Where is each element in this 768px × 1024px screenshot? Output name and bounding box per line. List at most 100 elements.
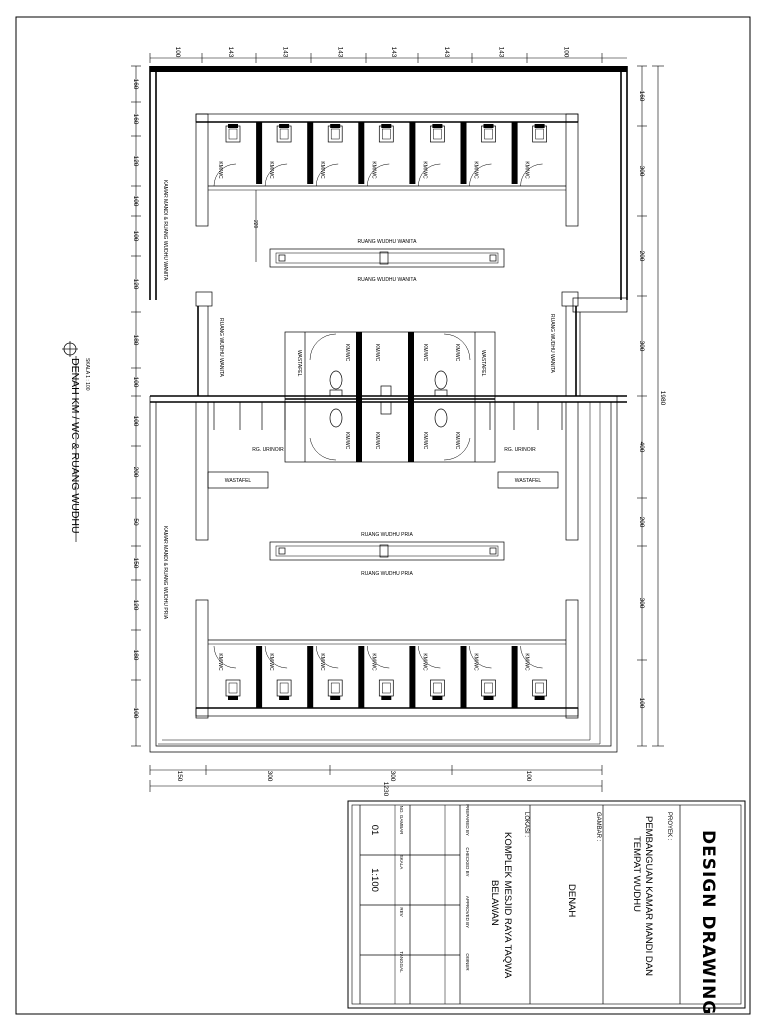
stall-label: KM/WC [268,161,274,179]
dim-label: 143 [337,47,344,58]
dim-label: 200 [638,251,645,262]
km-wc-stall: KM/WC [307,122,343,187]
dim-label: 100 [174,47,181,58]
km-wc-stall: KM/WC [256,645,292,708]
km-wc-stall: KM/WC [256,122,292,187]
info-header: NO. GAMBAR [399,806,404,836]
km-wc-stall: KM/WC [511,122,547,187]
middle-section [195,291,579,541]
top-toilet-block [195,113,579,227]
sheet-title-scale: SKALA 1 : 100 [84,358,90,391]
km-wc-stall: KM/WC [409,122,445,187]
info-value: 01 [369,825,380,836]
dim-label: 100 [525,771,532,782]
dim-label: 180 [132,335,139,346]
stall-label: KM/WC [473,653,479,671]
mid-kmwc-5: KM/WC [344,432,350,450]
mid-kmwc-3: KM/WC [422,344,428,362]
tb-drawing-label: GAMBAR : [595,812,601,842]
km-wc-stall: KM/WC [307,645,343,708]
dim-label: 100 [638,698,645,709]
info-header: TANGGAL [399,951,404,973]
dim-label: 143 [443,47,450,58]
info-header: REV [399,907,404,916]
km-wc-stall: KM/WC [213,124,241,187]
wudhu-pria-bench: RUANG WUDHU PRIA RUANG WUDHU PRIA [269,532,505,577]
wudhu-wanita-label-top: RUANG WUDHU WANITA [358,239,418,245]
km-wc-stall: KM/WC [460,645,496,708]
wudhu-wanita-bench: RUANG WUDHU WANITA RUANG WUDHU WANITA [269,239,505,283]
stall-label: KM/WC [217,161,223,179]
km-wc-stall: KM/WC [213,645,241,700]
dim-label: 300 [266,771,273,782]
dim-label: 300 [638,341,645,352]
title-block: DESIGN DRAWING PROYEK : PEMBANGUAN KAMAR… [347,800,746,1015]
sign-header: PREPARED BY [465,804,470,836]
dim-label: 160 [132,114,139,125]
sheet-title-main: DENAH KM / WC & RUANG WUDHU [69,358,81,534]
mid-kmwc-8: KM/WC [454,432,460,450]
mid-kmwc-7: KM/WC [422,432,428,450]
dim-left: 1601601201001001201801001002005015012018… [131,65,141,747]
stall-label: KM/WC [524,653,530,671]
middle-wastafel-right: WASTAFEL [480,350,486,377]
dim-label: 120 [132,600,139,611]
dim-label: 300 [389,771,396,782]
inner-label-wanita-right: RUANG WUDHU WANITA [549,314,555,374]
dim-label: 120 [132,279,139,290]
km-wc-stall: KM/WC [460,122,496,187]
dim-label: 50 [132,518,139,526]
stall-label: KM/WC [319,161,325,179]
sheet-title: DENAH KM / WC & RUANG WUDHU SKALA 1 : 10… [62,341,90,542]
km-wc-stall: KM/WC [409,645,445,708]
dim-label: 143 [498,47,505,58]
dim-label: 100 [563,47,570,58]
urinoir-label-right: RG. URINOIR [504,447,536,453]
wudhu-pria-label-top: RUANG WUDHU PRIA [361,532,413,538]
stall-label: KM/WC [524,161,530,179]
tb-location-label: LOKASI : [523,812,529,837]
dim-label: 300 [638,598,645,609]
sign-header: CHECKED BY [465,847,470,876]
stall-label: KM/WC [421,653,427,671]
dim-label: 100 [132,377,139,388]
tb-brand: DESIGN DRAWING [698,830,718,1015]
side-label-wanita: KAMAR MANDI & RUANG WUDHU WANITA [162,180,168,281]
stall-label: KM/WC [370,161,376,179]
dim-label: 100 [132,416,139,427]
mid-kmwc-1: KM/WC [344,344,350,362]
stall-label: KM/WC [217,653,223,671]
dim-label: 300 [638,166,645,177]
dim-bottom-total: 1230 [382,782,389,797]
wastafel-label-left: WASTAFEL [225,478,252,484]
urinoir-label-left: RG. URINOIR [252,447,284,453]
dim-label: 200 [638,517,645,528]
inner-label-wanita-left: RUANG WUDHU WANITA [218,318,224,378]
dim-label: 400 [638,442,645,453]
info-value: 1:100 [369,868,380,892]
sign-header: OWNER [465,953,470,971]
stall-label: KM/WC [473,161,479,179]
tb-location-line2: BELAWAN [489,880,500,926]
dim-label: 120 [132,156,139,167]
dim-label: 180 [132,650,139,661]
dim-label: 143 [282,47,289,58]
tb-project-line1: PEMBANGUAN KAMAR MANDI DAN [643,816,654,976]
wudhu-pria-label-bottom: RUANG WUDHU PRIA [361,571,413,577]
tb-project-line2: TEMPAT WUDHU [631,836,642,912]
tb-location-line1: KOMPLEK MESJID RAYA TAQWA [502,832,513,979]
small-dim-220: 220 [252,220,258,229]
dim-label: 100 [132,231,139,242]
dim-label: 160 [638,91,645,102]
stall-label: KM/WC [421,161,427,179]
mid-kmwc-4: KM/WC [454,344,460,362]
tb-drawing-value: DENAH [566,884,577,917]
dim-label: 150 [132,558,139,569]
stall-label: KM/WC [268,653,274,671]
tb-project-label: PROYEK : [666,812,672,841]
mid-kmwc-6: KM/WC [374,432,380,450]
